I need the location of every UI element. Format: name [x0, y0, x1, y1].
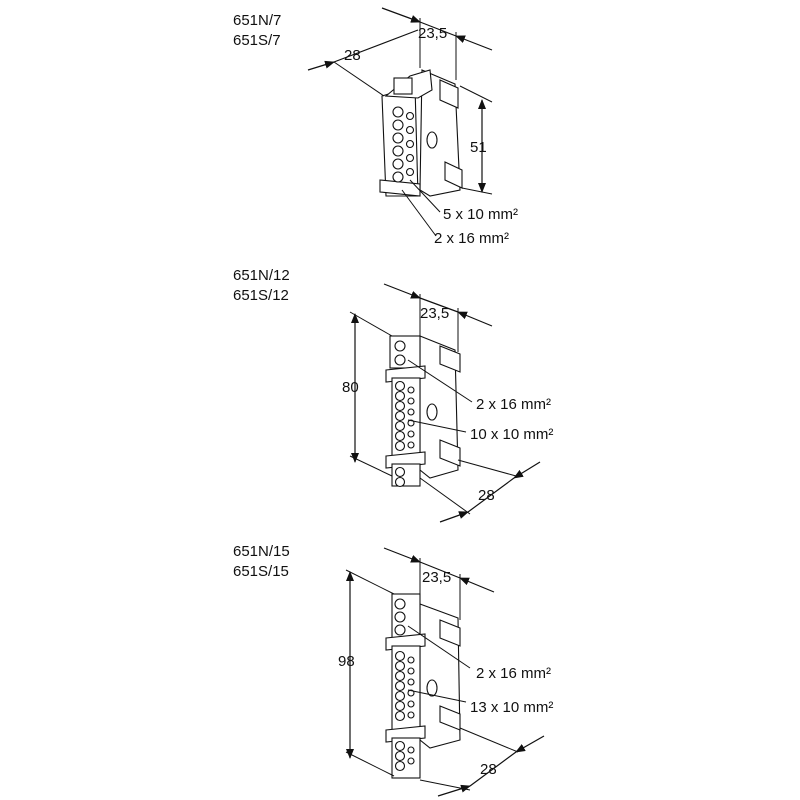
terminal-block-651-15	[385, 593, 461, 779]
terminal-block-651-7	[379, 69, 463, 197]
dimension-depth-651-7: 28	[307, 29, 419, 97]
callout-651-15-a: 2 x 16 mm²	[476, 665, 551, 682]
model-label-651s7: 651S/7	[233, 32, 281, 49]
dimension-height-651-15: 98	[338, 569, 395, 777]
dim-label-height-651-7: 51	[470, 139, 487, 156]
dim-label-depth-651-12: 28	[478, 487, 495, 504]
dim-label-width-651-12: 23,5	[420, 305, 449, 322]
callout-651-7-a: 5 x 10 mm²	[443, 206, 518, 223]
dimension-width-651-7: 23,5	[381, 7, 493, 80]
model-label-651n12: 651N/12	[233, 267, 290, 284]
dim-label-height-651-15: 98	[338, 653, 355, 670]
dimension-depth-651-12: 28	[419, 459, 541, 523]
drawing-651-15: 651N/15 651S/15	[233, 543, 553, 797]
dim-label-depth-651-7: 28	[344, 47, 361, 64]
dim-label-width-651-7: 23,5	[418, 25, 447, 42]
dimension-height-651-12: 80	[342, 311, 393, 477]
dimension-width-651-15: 23,5	[383, 547, 495, 620]
model-label-651n7: 651N/7	[233, 12, 281, 29]
callout-651-12-a: 2 x 16 mm²	[476, 396, 551, 413]
screw-row-651-12	[394, 380, 415, 488]
dim-label-width-651-15: 23,5	[422, 569, 451, 586]
drawing-651-12: 651N/12 651S/12	[233, 267, 553, 523]
model-label-651s12: 651S/12	[233, 287, 289, 304]
dimension-depth-651-15: 28	[419, 727, 545, 797]
model-label-651s15: 651S/15	[233, 563, 289, 580]
dim-label-height-651-12: 80	[342, 379, 359, 396]
drawing-651-7: 651N/7 651S/7	[233, 7, 518, 247]
dimension-height-651-7: 51	[459, 85, 493, 195]
screw-row-651-7	[392, 106, 415, 183]
dim-label-depth-651-15: 28	[480, 761, 497, 778]
terminal-block-651-12	[385, 335, 461, 488]
dimension-width-651-12: 23,5	[383, 283, 493, 352]
screw-row-651-15	[394, 650, 415, 772]
callout-651-7-b: 2 x 16 mm²	[434, 230, 509, 247]
model-label-651n15: 651N/15	[233, 543, 290, 560]
callout-651-15-b: 13 x 10 mm²	[470, 699, 553, 716]
callout-651-12-b: 10 x 10 mm²	[470, 426, 553, 443]
